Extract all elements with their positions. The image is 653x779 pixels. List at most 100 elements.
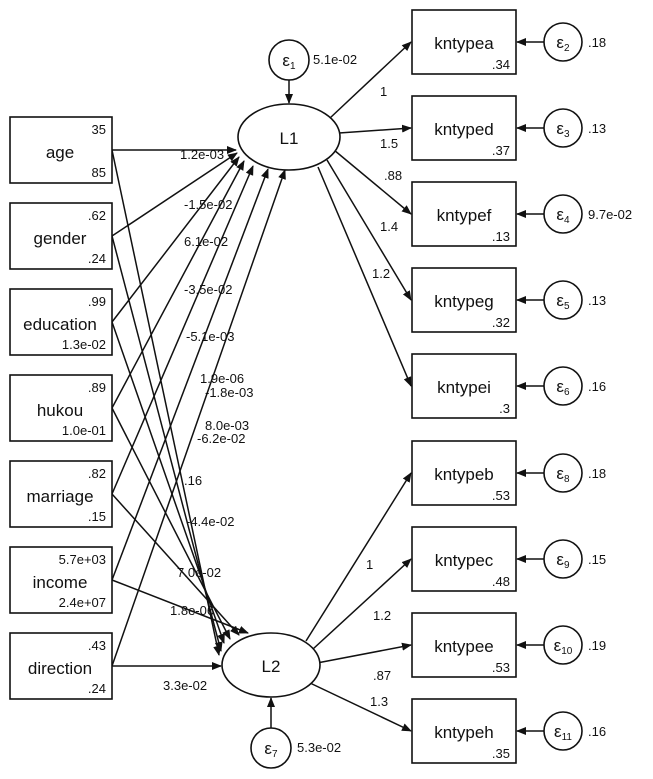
latent-L2-label: L2: [262, 657, 281, 676]
predictor-variance: .24: [88, 251, 106, 266]
predictor-variance: 2.4e+07: [59, 595, 106, 610]
coef-to-L2: -1.8e-03: [205, 385, 253, 400]
coef-to-L1: 8.0e-03: [205, 418, 249, 433]
path-marriage-to-L1: [111, 165, 254, 495]
error-label-kntypec: ε9: [556, 550, 570, 571]
error-label-kntypeb: ε8: [556, 464, 570, 485]
predictor-box-age: [9, 116, 113, 184]
path-gender-to-L1: [111, 152, 238, 237]
coef-to-L2: 1.8e-06: [170, 603, 214, 618]
loading-L1-to-kntypea: [329, 41, 412, 119]
predictor-mean: .99: [88, 294, 106, 309]
predictor-box-education: [9, 288, 113, 356]
loading-L1-to-kntypef: [333, 149, 412, 215]
indicator-box-kntypea: [411, 9, 517, 75]
loading-L1-to-kntyped: [338, 124, 412, 134]
predictor-name: age: [46, 143, 74, 162]
indicator-intercept: .3: [499, 401, 510, 416]
error-circle-kntypeg: [543, 280, 583, 320]
predictor-box-marriage: [9, 460, 113, 528]
path-income-to-L1: [111, 168, 269, 581]
predictor-variance: 85: [92, 165, 106, 180]
coef-to-L2: .16: [184, 473, 202, 488]
predictor-box-gender: [9, 202, 113, 270]
indicator-name: kntypec: [435, 551, 494, 570]
indicator-box-kntypeb: [411, 440, 517, 506]
coef-to-L2: -6.2e-02: [197, 431, 245, 446]
loading-L1-to-kntypeg: [326, 159, 412, 301]
path-marriage-to-L2: [111, 493, 240, 636]
error-label-kntypea: ε2: [556, 33, 570, 54]
error-circle-kntypea: [543, 22, 583, 62]
error-variance: .16: [588, 379, 606, 394]
predictor-mean: .43: [88, 638, 106, 653]
error-variance: .13: [588, 121, 606, 136]
indicator-intercept: .35: [492, 746, 510, 761]
predictor-name: education: [23, 315, 97, 334]
indicator-intercept: .48: [492, 574, 510, 589]
loading-L1-to-kntypei: [317, 166, 412, 387]
predictor-variance: .24: [88, 681, 106, 696]
indicator-name: kntypef: [437, 206, 492, 225]
error-circle-e7: [250, 727, 292, 769]
loading-L2-to-kntypee: [316, 642, 412, 664]
indicator-box-kntypee: [411, 612, 517, 678]
coef-to-L1: 6.1e-02: [184, 234, 228, 249]
indicator-intercept: .34: [492, 57, 510, 72]
loading-value: 1: [380, 84, 387, 99]
error-circle-e1: [268, 39, 310, 81]
coef-to-L2: 3.3e-02: [163, 678, 207, 693]
loading-value: 1.2: [372, 266, 390, 281]
path-hukou-to-L1: [111, 160, 245, 409]
indicator-box-kntypei: [411, 353, 517, 419]
error-label-kntypef: ε4: [556, 205, 570, 226]
error-variance: .18: [588, 466, 606, 481]
predictor-name: direction: [28, 659, 92, 678]
predictor-variance: .15: [88, 509, 106, 524]
error-circle-kntypee: [543, 625, 583, 665]
predictor-name: gender: [34, 229, 87, 248]
indicator-intercept: .53: [492, 660, 510, 675]
coef-to-L1: -3.5e-02: [184, 282, 232, 297]
predictor-mean: .62: [88, 208, 106, 223]
predictor-mean: 35: [92, 122, 106, 137]
error-circle-kntypef: [543, 194, 583, 234]
latent-L1-label: L1: [280, 129, 299, 148]
coef-to-L1: 1.9e-06: [200, 371, 244, 386]
predictor-mean: .89: [88, 380, 106, 395]
predictor-name: marriage: [26, 487, 93, 506]
indicator-name: kntypeh: [434, 723, 494, 742]
indicator-box-kntypec: [411, 526, 517, 592]
indicator-name: kntypeb: [434, 465, 494, 484]
error-label-kntypeg: ε5: [556, 291, 570, 312]
error-label-kntyped: ε3: [556, 119, 570, 140]
loading-value: 1.2: [373, 608, 391, 623]
coef-to-L2: 7.0e-02: [177, 565, 221, 580]
indicator-name: kntyped: [434, 120, 494, 139]
loading-value: 1.4: [380, 219, 398, 234]
indicator-intercept: .37: [492, 143, 510, 158]
coef-to-L1: 1.2e-03: [180, 147, 224, 162]
predictor-box-direction: [9, 632, 113, 700]
indicator-name: kntypeg: [434, 292, 494, 311]
error-label-e1: ε1: [282, 51, 296, 72]
loading-value: 1: [366, 557, 373, 572]
loading-L2-to-kntypec: [312, 558, 412, 650]
predictor-mean: .82: [88, 466, 106, 481]
error-label-kntypee: ε10: [554, 636, 573, 657]
loading-value: 1.5: [380, 136, 398, 151]
error-variance: .18: [588, 35, 606, 50]
indicator-box-kntypef: [411, 181, 517, 247]
path-age-to-L2: [111, 149, 222, 656]
loading-L2-to-kntypeb: [305, 472, 412, 642]
indicator-intercept: .32: [492, 315, 510, 330]
error-circle-kntypeh: [543, 711, 583, 751]
error-circle-kntyped: [543, 108, 583, 148]
predictor-box-income: [9, 546, 113, 614]
predictor-mean: 5.7e+03: [59, 552, 106, 567]
loading-value: 1.3: [370, 694, 388, 709]
predictor-name: hukou: [37, 401, 83, 420]
error-variance: .13: [588, 293, 606, 308]
indicator-box-kntypeh: [411, 698, 517, 764]
